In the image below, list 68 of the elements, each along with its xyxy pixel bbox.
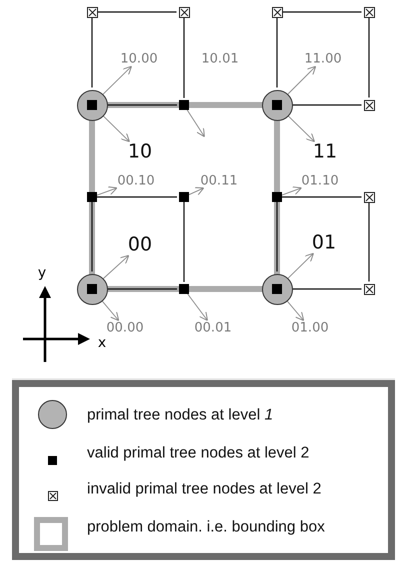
- valid-node-marker: [87, 284, 97, 294]
- legend-label: primal tree nodes at level 1: [87, 407, 274, 423]
- valid-node-marker: [272, 100, 282, 110]
- invalid-node-marker: [272, 6, 282, 18]
- grid-line: [368, 18, 370, 98]
- cell-code-label: 10: [128, 142, 152, 162]
- cell-code-label: 00.10: [117, 174, 155, 188]
- valid-node-marker: [179, 284, 189, 294]
- grid-line: [183, 18, 185, 98]
- grid-line: [368, 202, 370, 282]
- valid-node-marker: [272, 284, 282, 294]
- legend-label: problem domain. i.e. bounding box: [87, 519, 325, 535]
- leader-arrow: [96, 186, 118, 196]
- cell-code-label: 10.00: [120, 52, 158, 66]
- leader-arrow: [187, 294, 208, 322]
- valid-node-marker: [87, 100, 97, 110]
- leader-arrow: [188, 187, 204, 196]
- leader-arrow: [288, 252, 314, 279]
- grid-line: [97, 196, 177, 198]
- valid-node-marker: [272, 192, 282, 202]
- cell-code-label: 00: [128, 236, 152, 254]
- cell-code-label: 00.00: [106, 322, 144, 334]
- leader-arrow: [288, 115, 315, 142]
- axis-label: y: [38, 266, 46, 280]
- leader-arrow: [102, 115, 130, 142]
- leader-arrow: [186, 110, 205, 138]
- leader-arrow: [286, 300, 304, 322]
- cell-code-label: 01: [312, 234, 336, 252]
- leader-arrow: [102, 66, 132, 95]
- grid-line: [282, 196, 362, 198]
- level-one-node-circle: [262, 90, 292, 120]
- level-one-node-circle: [76, 90, 108, 120]
- invalid-node-marker: [364, 192, 374, 202]
- grid-line: [292, 104, 362, 106]
- valid-node-marker: [179, 192, 189, 202]
- legend-label: valid primal tree nodes at level 2: [87, 445, 310, 461]
- grid-line: [91, 18, 93, 88]
- cell-code-label: 00.11: [200, 174, 238, 188]
- axis-label: x: [98, 336, 106, 350]
- cell-code-label: 01.00: [291, 322, 329, 334]
- cell-code-label: 00.01: [194, 322, 232, 334]
- valid-node-marker: [179, 100, 189, 110]
- invalid-node-marker: [86, 6, 98, 18]
- grid-line: [183, 202, 185, 282]
- grid-line: [282, 11, 362, 13]
- leader-arrow: [102, 300, 120, 322]
- leader-arrow: [282, 186, 302, 196]
- level-one-node-circle: [262, 274, 292, 304]
- invalid-node-marker: [364, 284, 374, 294]
- valid-node-marker: [87, 192, 97, 202]
- cell-code-label: 01.10: [301, 174, 339, 188]
- invalid-node-marker: [364, 100, 374, 110]
- invalid-node-marker: [364, 6, 374, 18]
- cell-code-label: 11.00: [304, 52, 342, 66]
- grid-line: [91, 202, 93, 272]
- grid-line: [276, 202, 278, 272]
- grid-line: [292, 288, 362, 290]
- invalid-node-marker: [178, 6, 190, 18]
- grid-line: [98, 11, 176, 13]
- cell-code-label: 11: [312, 142, 338, 162]
- grid-line: [108, 104, 177, 106]
- leader-arrow: [102, 254, 130, 279]
- cell-code-label: 10.01: [201, 52, 239, 66]
- legend-label: invalid primal tree nodes at level 2: [87, 481, 322, 497]
- grid-line: [276, 18, 278, 88]
- leader-arrow: [288, 66, 316, 94]
- grid-line: [108, 288, 177, 290]
- level-one-node-circle: [76, 274, 108, 304]
